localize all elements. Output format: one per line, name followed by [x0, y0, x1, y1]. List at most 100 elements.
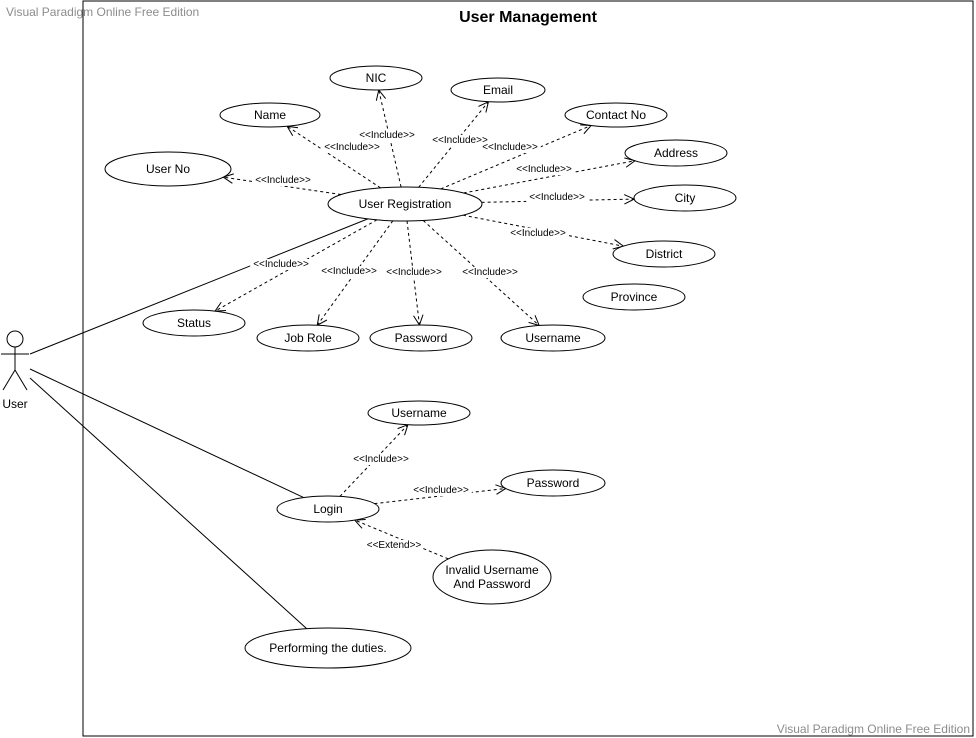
use-case-label: Province	[611, 290, 658, 304]
dependency-arrowhead	[214, 301, 227, 312]
dependency-label: <<Include>>	[510, 228, 566, 239]
use-case-province[interactable]: Province	[582, 283, 686, 311]
use-case-contact[interactable]: Contact No	[564, 102, 668, 128]
use-case-userno[interactable]: User No	[104, 151, 232, 187]
use-case-ellipse	[276, 495, 380, 523]
dependency-registration-regpassword: <<Include>>	[383, 220, 445, 327]
use-case-label: NIC	[366, 71, 387, 85]
association-user-registration	[29, 218, 368, 355]
use-case-label: City	[675, 191, 696, 205]
use-case-loginpassword[interactable]: Password	[500, 469, 606, 497]
dependency-registration-address: <<Include>>	[463, 157, 637, 194]
use-case-duties[interactable]: Performing the duties.	[244, 627, 412, 669]
dependency-label: <<Include>>	[529, 192, 585, 203]
use-case-ellipse	[219, 102, 321, 128]
use-case-ellipse	[256, 324, 360, 352]
use-case-label: Job Role	[284, 331, 332, 345]
dependency-line	[286, 125, 381, 189]
use-case-label: Password	[395, 331, 448, 345]
dependency-arrowhead	[413, 314, 424, 327]
dependency-label: <<Include>>	[255, 175, 311, 186]
actor-left-leg	[2, 369, 16, 391]
dependency-label: <<Include>>	[324, 142, 380, 153]
use-case-label: Contact No	[586, 108, 646, 122]
use-case-ellipse	[244, 627, 412, 669]
dependency-line	[481, 198, 635, 203]
use-case-ellipse	[624, 139, 728, 167]
dependency-line	[223, 176, 342, 196]
dependency-label: <<Include>>	[432, 135, 488, 146]
dependency-arrowhead	[580, 124, 593, 135]
dependency-label: <<Include>>	[462, 267, 518, 278]
dependency-label-bg	[318, 266, 380, 277]
dependency-arrowhead	[528, 315, 541, 327]
use-case-address[interactable]: Address	[624, 139, 728, 167]
use-case-district[interactable]: District	[612, 240, 716, 268]
dependency-label-bg	[250, 259, 312, 270]
use-case-jobrole[interactable]: Job Role	[256, 324, 360, 352]
dependency-label-bg	[410, 485, 472, 496]
use-case-name[interactable]: Name	[219, 102, 321, 128]
dependency-label-bg	[383, 267, 445, 278]
dependency-line	[463, 160, 636, 194]
dependency-label: <<Include>>	[516, 164, 572, 175]
dependency-invalid-login: <<Extend>>	[353, 518, 449, 560]
dependency-label: <<Include>>	[482, 142, 538, 153]
use-case-label: Invalid Username	[445, 563, 539, 577]
dependency-registration-nic: <<Include>>	[356, 88, 418, 188]
system-boundary	[82, 0, 974, 737]
actor-user[interactable]: User	[1, 330, 29, 411]
dependency-label: <<Include>>	[359, 130, 415, 141]
use-case-ellipse	[450, 77, 546, 103]
use-case-label: Email	[483, 83, 513, 97]
use-case-ellipse	[104, 151, 232, 187]
dependency-label-bg	[513, 164, 575, 175]
dependency-label-bg	[366, 540, 422, 551]
use-case-nic[interactable]: NIC	[329, 65, 423, 91]
use-case-login[interactable]: Login	[276, 495, 380, 523]
use-case-email[interactable]: Email	[450, 77, 546, 103]
use-case-label: District	[646, 247, 683, 261]
use-case-loginusername[interactable]: Username	[367, 400, 471, 426]
use-case-label: Username	[391, 406, 447, 420]
system-title: User Management	[459, 9, 597, 26]
dependency-login-loginusername: <<Include>>	[339, 423, 412, 497]
use-case-ellipse	[612, 240, 716, 268]
dependency-label-bg	[479, 142, 541, 153]
dependency-registration-userno: <<Include>>	[222, 173, 342, 196]
use-case-status[interactable]: Status	[142, 309, 246, 337]
use-case-ellipse	[582, 283, 686, 311]
association-user-login	[29, 368, 304, 499]
use-case-label: Login	[313, 502, 342, 516]
use-case-label: Name	[254, 108, 286, 122]
use-case-label: User No	[146, 162, 190, 176]
use-case-ellipse	[142, 309, 246, 337]
dependency-label-bg	[356, 130, 418, 141]
use-case-label: Username	[525, 331, 581, 345]
dependency-label-bg	[459, 267, 521, 278]
use-case-ellipse	[327, 186, 483, 222]
use-case-ellipse	[500, 324, 606, 352]
use-case-ellipse	[432, 549, 552, 605]
dependency-label-bg	[252, 175, 314, 186]
use-case-registration[interactable]: User Registration	[327, 186, 483, 222]
dependency-label: <<Include>>	[253, 259, 309, 270]
dependency-label: <<Include>>	[321, 266, 377, 277]
dependency-line	[374, 487, 506, 505]
use-case-city[interactable]: City	[633, 184, 737, 212]
dependency-label-bg	[526, 192, 588, 203]
dependency-label: <<Extend>>	[367, 540, 422, 551]
dependency-registration-jobrole: <<Include>>	[316, 220, 394, 327]
use-case-regpassword[interactable]: Password	[369, 324, 473, 352]
association-user-duties	[29, 377, 308, 630]
actor-right-leg	[14, 369, 28, 391]
use-case-label: Address	[654, 146, 698, 160]
dependency-label-bg	[507, 228, 569, 239]
actor-head	[6, 330, 24, 348]
watermark-bottom: Visual Paradigm Online Free Edition	[777, 722, 970, 736]
use-case-ellipse	[564, 102, 668, 128]
use-case-regusername[interactable]: Username	[500, 324, 606, 352]
use-case-label: Status	[177, 316, 211, 330]
watermark-top: Visual Paradigm Online Free Edition	[6, 5, 199, 19]
